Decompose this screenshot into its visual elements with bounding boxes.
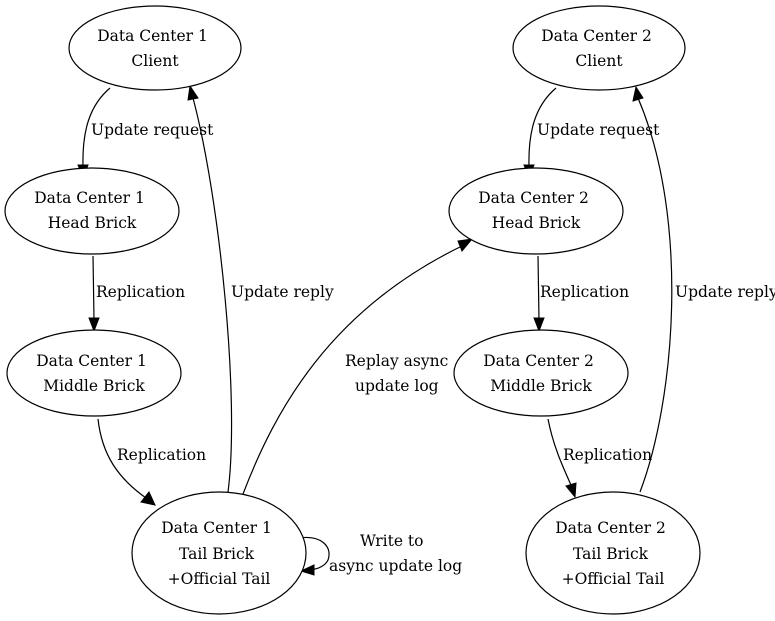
edge-label: Replication <box>540 283 629 301</box>
edge-dc1-replication-head-middle: Replication <box>88 255 185 333</box>
edge-replay-async-update-log: Replay async update log <box>242 238 474 495</box>
node-label-line: Head Brick <box>492 214 581 232</box>
node-label-line: Middle Brick <box>43 377 145 395</box>
edge-dc2-replication-head-middle: Replication <box>533 255 629 333</box>
edge-label-line: Write to <box>360 532 424 550</box>
edge-label: Write to async update log <box>329 532 462 575</box>
arrowhead <box>632 85 644 102</box>
node-label-line: Data Center 1 <box>161 519 272 537</box>
node-dc2-client: Data Center 2 Client <box>512 5 686 91</box>
node-label: Data Center 1 Client <box>97 27 213 70</box>
node-label: Data Center 1 Tail Brick +Official Tail <box>161 519 277 588</box>
node-dc2-tail-brick: Data Center 2 Tail Brick +Official Tail <box>525 491 701 615</box>
arrowhead <box>457 238 474 252</box>
edge-dc2-replication-middle-tail: Replication <box>547 418 652 499</box>
node-dc2-head-brick: Data Center 2 Head Brick <box>448 167 624 255</box>
arrowhead <box>88 317 100 333</box>
edge-label: Update reply <box>231 283 334 301</box>
node-label-line: Data Center 2 <box>541 27 652 45</box>
edge-label-line: async update log <box>329 557 462 575</box>
node-label-line: Head Brick <box>48 214 137 232</box>
node-label-line: +Official Tail <box>168 570 271 588</box>
node-label: Data Center 2 Tail Brick +Official Tail <box>555 519 671 588</box>
node-label-line: +Official Tail <box>562 570 665 588</box>
edge-label: Update request <box>91 121 214 139</box>
arrowhead <box>533 317 545 333</box>
edge-label-line: Replication <box>563 446 652 464</box>
edge-dc2-update-reply: Update reply <box>632 85 775 493</box>
node-label-line: Client <box>575 52 623 70</box>
edge-label-line: Update reply <box>231 283 334 301</box>
arrowhead <box>140 491 156 506</box>
edge-label: Replication <box>96 283 185 301</box>
node-label-line: Data Center 2 <box>478 189 589 207</box>
node-label-line: Tail Brick <box>179 545 255 563</box>
node-label-line: Data Center 1 <box>34 189 145 207</box>
edge-label-line: Replay async <box>345 352 448 370</box>
node-label: Data Center 1 Head Brick <box>34 189 150 232</box>
node-label-line: Data Center 1 <box>36 352 147 370</box>
edge-dc1-write-log-loop: Write to async update log <box>299 532 462 576</box>
node-label-line: Tail Brick <box>573 545 649 563</box>
node-label-line: Middle Brick <box>490 377 592 395</box>
edge-label-line: Update request <box>537 121 660 139</box>
node-label: Data Center 2 Client <box>541 27 657 70</box>
edge-label-line: Replication <box>96 283 185 301</box>
node-dc1-middle-brick: Data Center 1 Middle Brick <box>6 329 182 417</box>
node-label: Data Center 2 Head Brick <box>478 189 594 232</box>
edge-label: Replay async update log <box>345 352 453 395</box>
node-label-line: Data Center 2 <box>555 519 666 537</box>
node-label-line: Client <box>131 52 179 70</box>
edge-label-line: Update request <box>91 121 214 139</box>
node-label: Data Center 2 Middle Brick <box>483 352 599 395</box>
node-dc1-client: Data Center 1 Client <box>68 5 242 91</box>
arrowhead <box>565 482 577 499</box>
edge-label-line: Replication <box>117 446 206 464</box>
edge-label: Update request <box>537 121 660 139</box>
node-label-line: Data Center 2 <box>483 352 594 370</box>
node-dc1-tail-brick: Data Center 1 Tail Brick +Official Tail <box>131 491 307 615</box>
edge-label-line: Replication <box>540 283 629 301</box>
arrowhead <box>299 564 315 576</box>
node-dc2-middle-brick: Data Center 2 Middle Brick <box>453 329 629 417</box>
edge-label-line: Update reply <box>675 283 775 301</box>
edge-dc1-update-reply: Update reply <box>187 84 334 493</box>
node-label: Data Center 1 Middle Brick <box>36 352 152 395</box>
edge-label-line: update log <box>355 377 439 395</box>
edge-label: Update reply <box>675 283 775 301</box>
arrowhead <box>187 84 199 101</box>
edge-label: Replication <box>563 446 652 464</box>
edge-dc1-replication-middle-tail: Replication <box>97 418 206 506</box>
node-dc1-head-brick: Data Center 1 Head Brick <box>4 167 180 255</box>
edge-label: Replication <box>117 446 206 464</box>
node-label-line: Data Center 1 <box>97 27 208 45</box>
